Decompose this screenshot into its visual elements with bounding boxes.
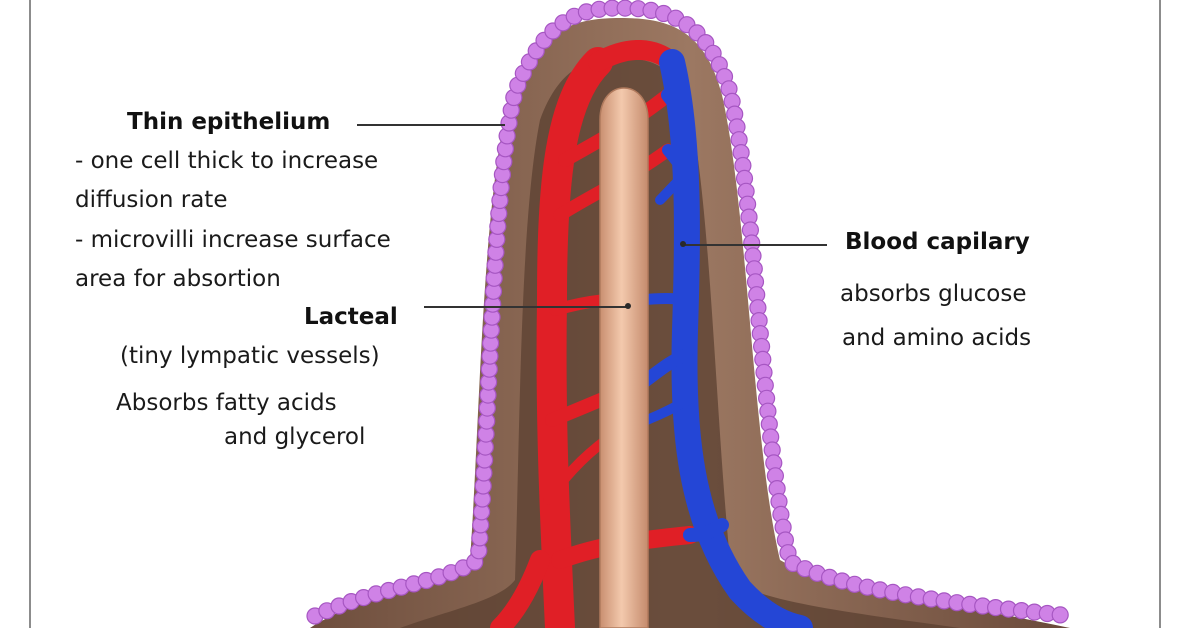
capillary-title: Blood capilary: [845, 229, 1030, 255]
left-frame-border: [29, 0, 31, 628]
right-frame-border: [1159, 0, 1161, 628]
epithelium-line-4: area for absortion: [75, 266, 281, 292]
lacteal-pointer-dot: [625, 303, 631, 309]
epithelium-leader-line: [357, 124, 505, 126]
lacteal-vessel: [599, 87, 649, 628]
lacteal-line-2: Absorbs fatty acids: [116, 390, 337, 416]
capillary-line-2: and amino acids: [842, 325, 1032, 351]
lacteal-title: Lacteal: [304, 304, 398, 330]
venous-capillary: [615, 49, 813, 628]
capillary-line-1: absorbs glucose: [840, 281, 1027, 307]
epithelium-line-2: diffusion rate: [75, 187, 228, 213]
epithelium-line-3: - microvilli increase surface: [75, 227, 391, 253]
epithelium-line-1: - one cell thick to increase: [75, 148, 379, 174]
capillary-pointer-dot: [680, 241, 686, 247]
capillary-leader-line: [683, 244, 827, 246]
epithelium-title: Thin epithelium: [127, 109, 331, 135]
lacteal-line-1: (tiny lympatic vessels): [120, 343, 380, 369]
microvillus-bead: [1051, 606, 1069, 624]
microvilli-layer: [306, 0, 1069, 625]
lacteal-line-3: and glycerol: [224, 424, 366, 450]
lacteal-leader-line: [424, 306, 629, 308]
